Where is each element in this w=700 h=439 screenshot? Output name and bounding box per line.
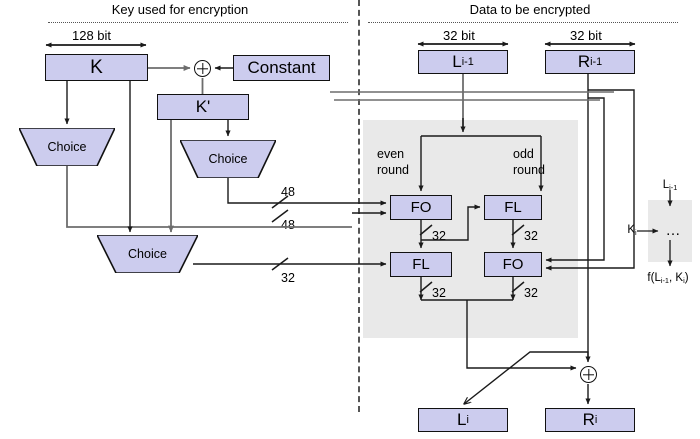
bus-label-32-fl-top: 32	[524, 229, 538, 243]
data-box-r-out-sub: i	[594, 414, 598, 426]
legend-body-ellipsis: …	[665, 222, 681, 239]
data-box-l-in-label: L	[452, 52, 462, 71]
data-box-l-out-label: L	[457, 410, 467, 429]
key-xor-gate	[194, 60, 211, 77]
bus-label-32-fo-top: 32	[432, 229, 446, 243]
data-box-l-out-sub: i	[466, 414, 469, 426]
choice-left: Choice	[19, 128, 115, 166]
rule-data-section	[368, 22, 678, 23]
legend-key-label: Ki	[619, 224, 645, 237]
section-divider	[358, 0, 360, 412]
legend-output-end: )	[684, 272, 689, 284]
legend-input-text: L	[662, 179, 670, 191]
key-width-label: 128 bit	[72, 28, 112, 43]
bus-label-48-lower: 48	[281, 218, 295, 232]
choice-left-label: Choice	[47, 140, 87, 154]
legend-output-label: f(Li-1, Ki)	[636, 272, 700, 285]
block-fl-top: FL	[484, 195, 542, 220]
data-width-label-left: 32 bit	[443, 28, 475, 43]
output-xor-gate	[580, 366, 597, 383]
title-key-section: Key used for encryption	[111, 2, 249, 17]
odd-round-label-line1: odd	[513, 147, 534, 161]
even-round-label-line2: round	[377, 163, 409, 177]
even-round-label-line1: even	[377, 147, 405, 161]
data-box-r-out-label: R	[582, 410, 595, 429]
bus-label-32-fl-bottom: 32	[432, 286, 446, 300]
choice-right-label: Choice	[208, 152, 248, 166]
legend-input-label: Li-1	[650, 179, 690, 192]
legend-key-sub: i	[635, 228, 637, 238]
legend-output-mid: , K	[669, 272, 684, 284]
legend-output-sub2: i	[683, 276, 685, 286]
key-box-k: K	[45, 54, 148, 81]
odd-round-label-line2: round	[513, 163, 545, 177]
choice-bottom-label: Choice	[128, 247, 167, 261]
rule-key-section	[48, 22, 348, 23]
block-fo-top: FO	[390, 195, 452, 220]
legend-input-sub: i-1	[669, 183, 678, 193]
legend-output-text1: f(L	[647, 272, 661, 284]
title-data-section: Data to be encrypted	[469, 2, 591, 17]
legend-key-text: K	[627, 224, 636, 236]
bus-label-32-key: 32	[281, 271, 295, 285]
block-fl-bottom: FL	[390, 252, 452, 277]
constant-box: Constant	[233, 55, 330, 81]
bus-label-32-fo-bottom: 32	[524, 286, 538, 300]
data-box-r-in-sub: i-1	[590, 56, 603, 68]
bus-label-48-upper: 48	[281, 185, 295, 199]
choice-bottom: Choice	[97, 235, 198, 273]
data-box-l-in-sub: i-1	[461, 56, 474, 68]
choice-right: Choice	[180, 140, 276, 178]
key-box-kprime: K'	[157, 94, 249, 120]
legend-output-sub1: i-1	[660, 276, 670, 286]
data-width-label-right: 32 bit	[570, 28, 602, 43]
block-fo-bottom: FO	[484, 252, 542, 277]
data-box-r-in-label: R	[577, 52, 591, 71]
